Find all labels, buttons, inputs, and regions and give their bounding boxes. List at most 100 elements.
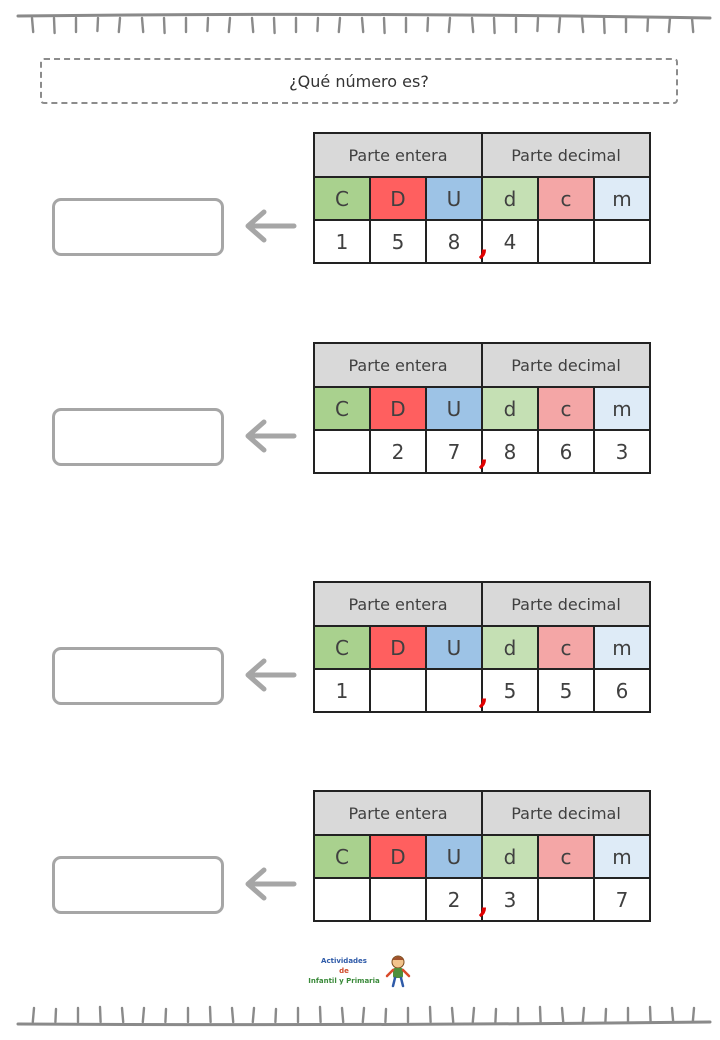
digit-value: 6 (615, 678, 629, 703)
border-tick (227, 16, 232, 34)
decimal-comma: , (478, 227, 489, 262)
border-tick (140, 16, 145, 34)
border-tick (426, 16, 430, 33)
border-tick (31, 1006, 36, 1024)
arrow-left-icon (245, 419, 297, 453)
digit-cell-d[interactable]: 3 (481, 877, 539, 922)
border-tick (208, 1005, 212, 1024)
digit-value: 7 (447, 439, 461, 464)
exercise-2: Parte entera Parte decimal C D U d c m 2… (0, 342, 720, 474)
digit-cell-D[interactable] (369, 668, 427, 713)
digit-cell-C[interactable] (313, 877, 371, 922)
border-tick (690, 16, 695, 34)
column-label-d: d (481, 834, 539, 879)
digit-cell-D[interactable]: 5 (369, 219, 427, 264)
border-tick (447, 16, 452, 34)
column-label-U: U (425, 386, 483, 431)
column-label-D: D (369, 386, 427, 431)
border-tick (360, 16, 365, 34)
digit-cell-d[interactable]: 5 (481, 668, 539, 713)
header-decimal-part: Parte decimal (481, 581, 651, 627)
border-tick (670, 1006, 675, 1024)
digit-cell-m[interactable]: 7 (593, 877, 651, 922)
border-tick (274, 1007, 278, 1024)
column-label-D: D (369, 834, 427, 879)
digit-cell-c[interactable] (537, 877, 595, 922)
border-tick (428, 1005, 432, 1024)
digit-value: 4 (503, 229, 517, 254)
decimal-comma: , (478, 437, 489, 472)
column-label-U: U (425, 625, 483, 670)
exercise-3: Parte entera Parte decimal C D U d c m 1… (0, 581, 720, 713)
digit-cell-m[interactable]: 3 (593, 429, 651, 474)
column-label-m: m (593, 386, 651, 431)
column-label-c: c (537, 176, 595, 221)
worksheet-title: ¿Qué número es? (289, 71, 429, 91)
header-decimal-part: Parte decimal (481, 790, 651, 836)
digit-cell-d[interactable]: 8 (481, 429, 539, 474)
column-label-C: C (313, 625, 371, 670)
digit-cell-U[interactable]: 7, (425, 429, 489, 474)
digit-cell-D[interactable] (369, 877, 427, 922)
border-tick (30, 16, 35, 34)
border-tick (536, 16, 540, 33)
header-integer-part: Parte entera (313, 581, 483, 627)
arrow-left-icon (245, 867, 297, 901)
digit-cell-c[interactable]: 6 (537, 429, 595, 474)
border-tick (230, 1006, 235, 1024)
border-tick (361, 1006, 366, 1024)
arrow-left-icon (245, 658, 297, 692)
digit-cell-U[interactable]: , (425, 668, 489, 713)
border-tick (52, 16, 56, 35)
digit-value: 7 (615, 887, 629, 912)
border-tick (470, 16, 475, 34)
digit-cell-c[interactable] (537, 219, 595, 264)
digit-cell-C[interactable]: 1 (313, 219, 371, 264)
column-label-D: D (369, 176, 427, 221)
answer-box-3[interactable] (52, 647, 224, 705)
digit-cell-D[interactable]: 2 (369, 429, 427, 474)
border-tick (337, 16, 342, 34)
digit-cell-c[interactable]: 5 (537, 668, 595, 713)
answer-box-1[interactable] (52, 198, 224, 256)
column-label-D: D (369, 625, 427, 670)
digit-cell-d[interactable]: 4 (481, 219, 539, 264)
border-tick (494, 1007, 498, 1024)
border-tick (602, 16, 606, 35)
answer-box-2[interactable] (52, 408, 224, 466)
digit-cell-m[interactable]: 6 (593, 668, 651, 713)
logo-text: Actividades de Infantil y Primaria (306, 956, 382, 986)
digit-cell-C[interactable]: 1 (313, 668, 371, 713)
column-label-m: m (593, 176, 651, 221)
digit-value: 6 (559, 439, 573, 464)
column-label-m: m (593, 625, 651, 670)
digit-cell-U[interactable]: 2, (425, 877, 489, 922)
digit-cell-m[interactable] (593, 219, 651, 264)
border-tick (667, 16, 672, 34)
column-label-C: C (313, 834, 371, 879)
digit-value: 5 (391, 229, 405, 254)
border-tick (471, 1006, 476, 1024)
border-tick (251, 1006, 256, 1024)
worksheet-title-box: ¿Qué número es? (40, 58, 678, 104)
border-tick (581, 1006, 586, 1024)
border-tick (557, 16, 562, 34)
site-logo: Actividades de Infantil y Primaria (306, 952, 416, 992)
column-label-m: m (593, 834, 651, 879)
place-value-table-1: Parte entera Parte decimal C D U d c m 1… (313, 132, 651, 264)
border-tick (450, 1006, 455, 1024)
digit-cell-U[interactable]: 8, (425, 219, 489, 264)
column-label-U: U (425, 176, 483, 221)
child-figure-icon (385, 955, 411, 988)
border-tick (648, 1005, 652, 1024)
answer-box-4[interactable] (52, 856, 224, 914)
digit-cell-C[interactable] (313, 429, 371, 474)
border-tick (382, 16, 386, 35)
decimal-comma: , (478, 676, 489, 711)
digit-value: 5 (503, 678, 517, 703)
border-tick (162, 16, 166, 35)
border-tick (54, 1007, 58, 1024)
header-integer-part: Parte entera (313, 342, 483, 388)
header-decimal-part: Parte decimal (481, 132, 651, 178)
column-label-d: d (481, 386, 539, 431)
